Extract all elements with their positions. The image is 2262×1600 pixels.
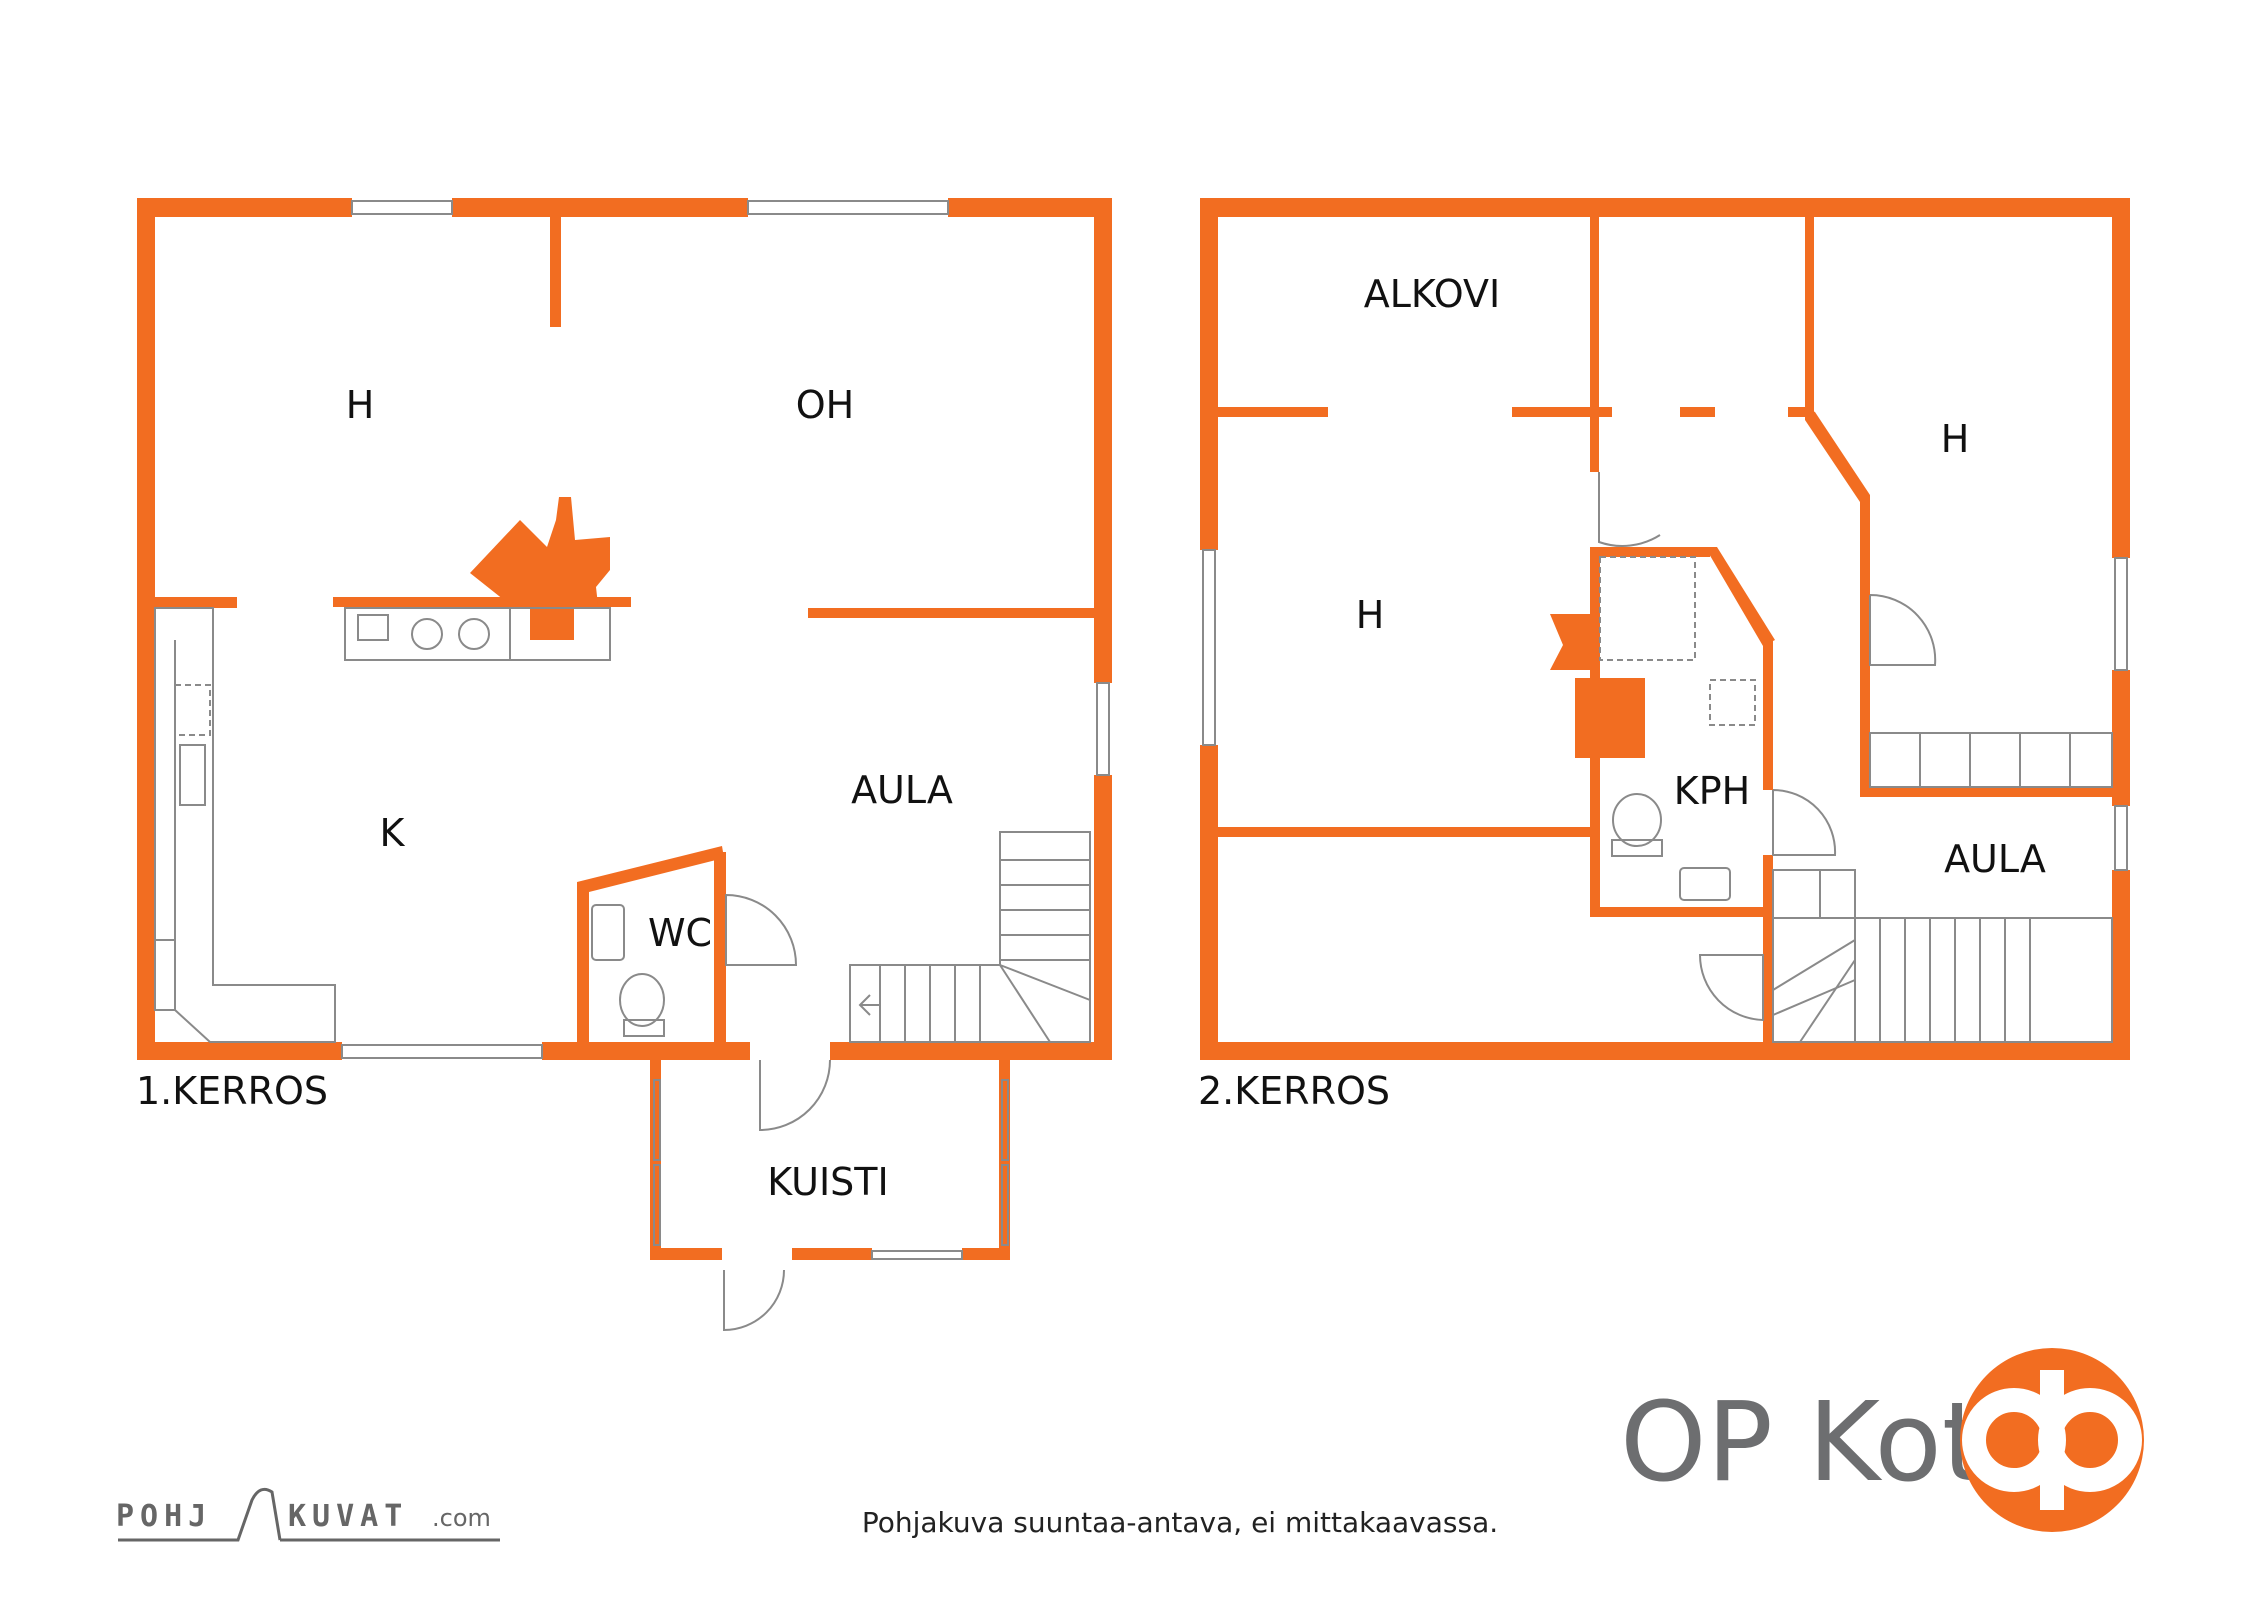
floor-1-plan: H OH K AULA WC KUISTI 1.KERROS [136,198,1112,1332]
room-label-k: K [380,811,406,855]
op-koti-brand: OP Koti [1620,1348,2144,1532]
room-label-aula-2: AULA [1944,837,2046,881]
pohjakuvat-logo: POHJ KUVAT .com [116,1487,500,1542]
floor-1-fixtures [154,200,1110,1332]
room-label-aula: AULA [851,768,953,812]
disclaimer-text: Pohjakuva suuntaa-antava, ei mittakaavas… [862,1506,1498,1539]
brand-name: OP Koti [1620,1378,2016,1506]
pohjakuvat-logo-left: POHJ [116,1499,212,1534]
room-label-h-left: H [1356,593,1385,637]
pohjakuvat-logo-domain: .com [432,1504,491,1532]
room-label-wc: WC [648,911,712,955]
floor-2-label: 2.KERROS [1198,1069,1390,1113]
room-label-kuisti: KUISTI [767,1160,888,1204]
pohjakuvat-logo-right: KUVAT [288,1499,408,1534]
pohjakuvat-logo-mark [118,1487,282,1542]
room-label-kph: KPH [1674,769,1750,813]
room-label-oh: OH [796,383,854,427]
room-label-h-right: H [1941,417,1970,461]
room-label-alkovi: ALKOVI [1364,272,1500,316]
op-logo-icon [1960,1348,2144,1532]
floor-2-walls [1200,198,2130,1060]
floor-2-plan: ALKOVI H H KPH AULA 2.KERROS [1198,198,2130,1113]
floor-1-label: 1.KERROS [136,1069,328,1113]
floor-2-fixtures [1202,472,2128,1043]
room-label-h: H [346,383,375,427]
